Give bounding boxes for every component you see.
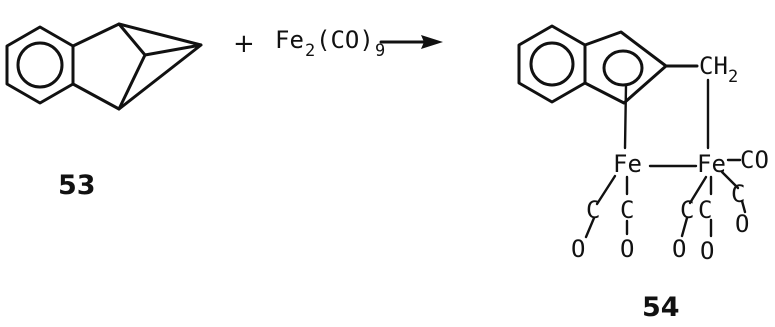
bond-ring-to-fe-left <box>623 83 628 150</box>
product-benzene-ring <box>517 24 587 104</box>
reactant-aromatic-circle <box>16 41 64 89</box>
fe-right-label: Fe <box>697 150 726 178</box>
oxygen-left-2: O <box>620 235 634 263</box>
oxygen-left-1: O <box>571 235 585 263</box>
co-terminal-label: CO <box>740 146 769 174</box>
bond-co-left-1 <box>595 174 617 206</box>
carbon-right-1: C <box>680 196 694 224</box>
reactant-structure <box>5 22 203 111</box>
fe-left-label: Fe <box>613 150 642 178</box>
bond-co-right-1-co <box>680 216 689 238</box>
oxygen-right-1: O <box>672 235 686 263</box>
reagent-fe-label: Fe <box>275 26 304 54</box>
bond-co-right-3 <box>720 170 740 190</box>
product-structure: CH 2 Fe Fe CO C C O O C C C O O O <box>517 24 769 265</box>
compound-number-54: 54 <box>642 292 680 323</box>
carbon-right-2: C <box>698 196 712 224</box>
reaction-arrow-head <box>421 35 443 49</box>
product-aromatic-circle <box>529 41 575 87</box>
compound-number-53: 53 <box>58 170 96 201</box>
plus-sign: + <box>233 29 255 59</box>
oxygen-right-3: O <box>735 210 749 238</box>
reagent-formula: Fe 2 (CO) 9 <box>275 26 385 61</box>
oxygen-right-2: O <box>700 237 714 265</box>
ch2-subscript: 2 <box>728 67 738 87</box>
carbon-left-2: C <box>620 196 634 224</box>
reagent-fe-subscript: 2 <box>305 41 315 61</box>
bond-co-left-1-co <box>584 216 596 239</box>
reaction-arrow <box>379 35 443 49</box>
product-five-ring-circle <box>602 49 644 87</box>
carbon-left-1: C <box>586 196 600 224</box>
bond-co-right-3-co <box>740 199 747 214</box>
reagent-co-label: (CO) <box>316 26 374 54</box>
carbon-right-3: C <box>731 180 745 208</box>
bond-co-right-1 <box>688 175 708 205</box>
reagent-co-subscript: 9 <box>375 41 385 61</box>
reactant-cyclopropane-bonds <box>117 22 203 111</box>
ch2-label: CH <box>699 52 728 80</box>
